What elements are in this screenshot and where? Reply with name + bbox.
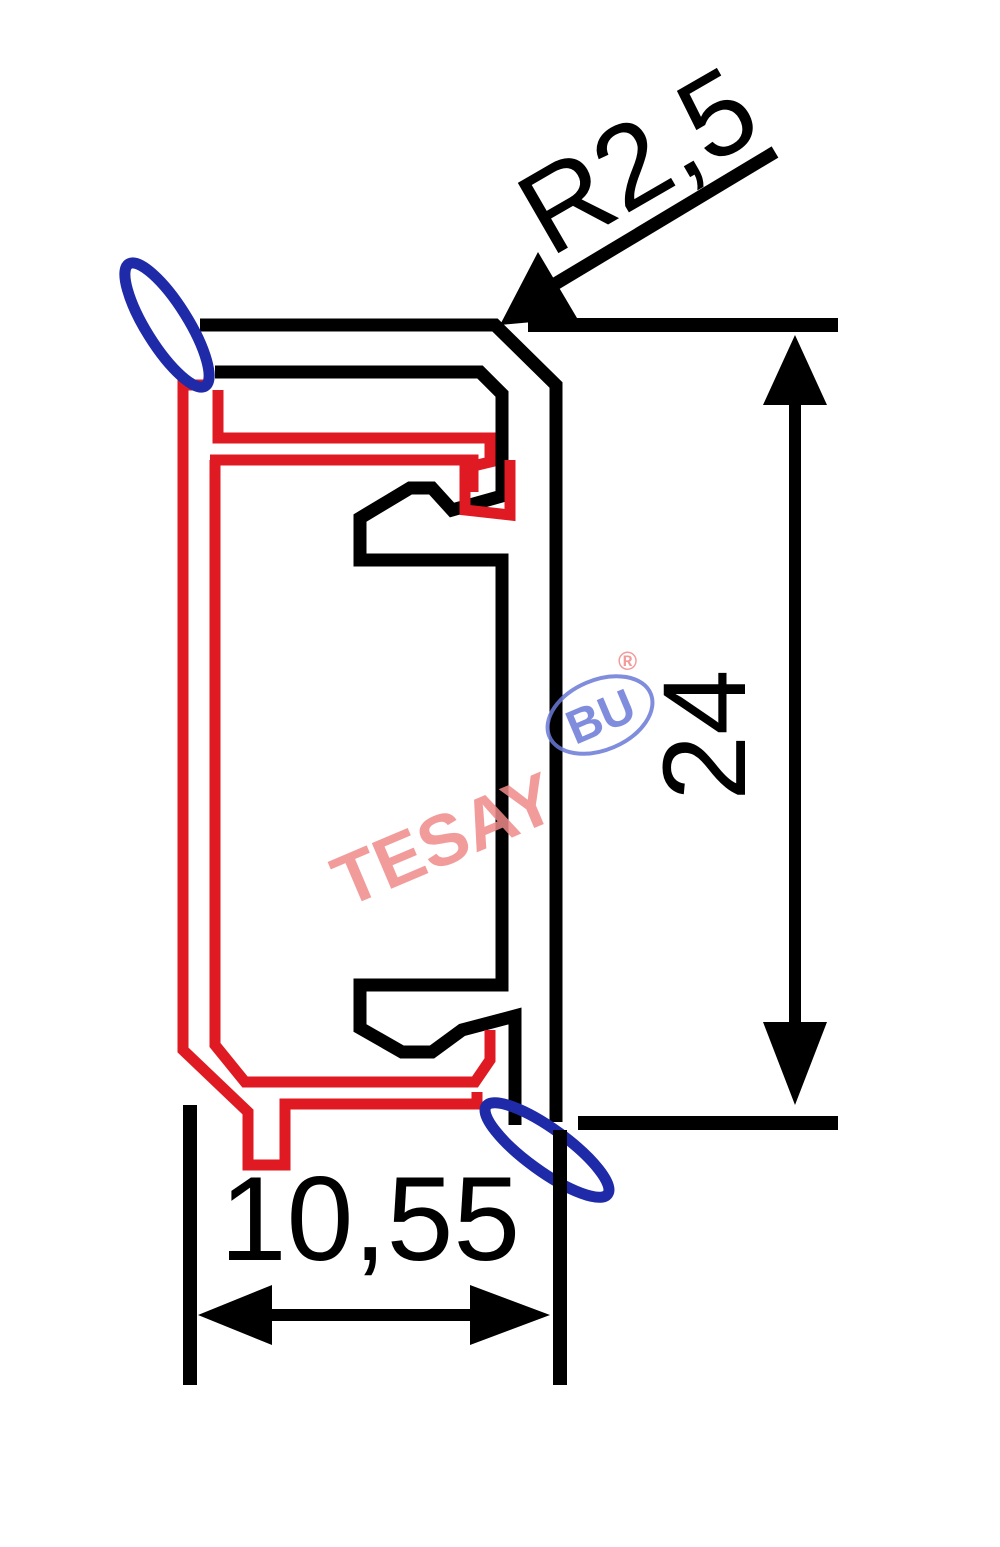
- watermark: TESAY BU ®: [321, 646, 655, 923]
- height-label: 24: [639, 669, 771, 800]
- inner-profile-outline: [177, 379, 516, 1171]
- inner-profile-left-channel: [209, 454, 479, 1040]
- height-arrow-bottom: [763, 1022, 827, 1105]
- width-label: 10,55: [220, 1152, 520, 1286]
- radius-label: R2,5: [497, 42, 779, 281]
- watermark-registered-mark: ®: [618, 646, 637, 676]
- watermark-badge-ring: [545, 674, 655, 756]
- width-arrow-right: [470, 1285, 550, 1345]
- outer-profile-outline: [200, 318, 563, 1125]
- height-arrow-top: [763, 335, 827, 405]
- radius-leader-line: [541, 146, 779, 296]
- watermark-brand: TESAY: [321, 758, 567, 923]
- corner-marker-top-left: [119, 257, 215, 393]
- width-arrow-left: [198, 1285, 272, 1345]
- radius-arrowhead: [500, 252, 577, 325]
